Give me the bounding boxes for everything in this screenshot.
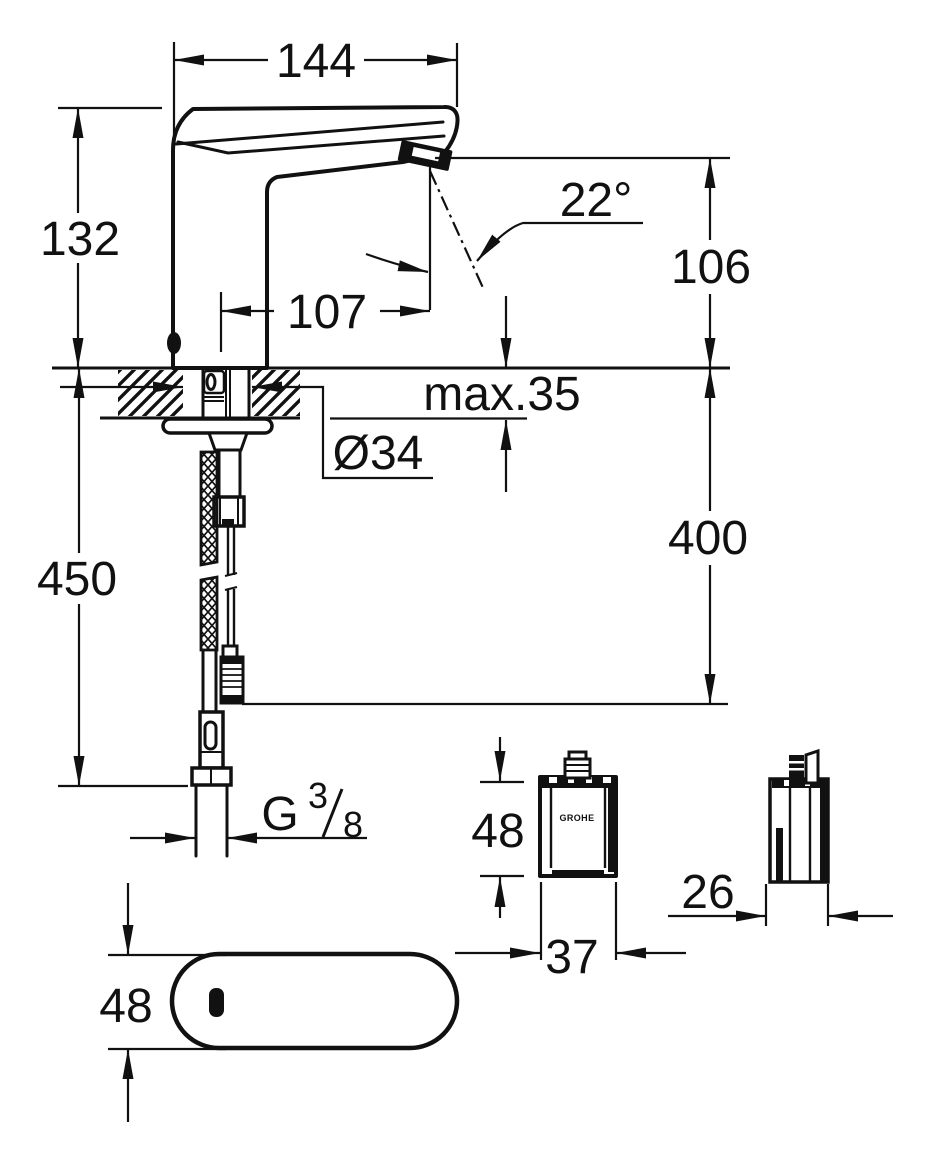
dim-control-box-height: 48 [471, 805, 524, 858]
brand-logo: GROHE [559, 813, 594, 823]
dim-spout-height: 132 [40, 213, 120, 266]
thread-letter: G [261, 788, 298, 841]
box-side-cap [772, 779, 828, 788]
sensor-cable-lower [226, 589, 236, 646]
box-front-cap [540, 777, 616, 788]
hex-nut-notch [222, 519, 234, 526]
box-connector-ribs [565, 764, 590, 772]
dimension-labels: 144 132 107 22° 106 max.35 Ø34 450 400 G… [37, 35, 751, 1033]
hose-end-tube [201, 648, 218, 714]
cable-break-marks [224, 572, 238, 591]
braided-hose-upper [199, 450, 219, 567]
box-side-connector [789, 755, 804, 780]
dim-thread-size: G 3 8 [261, 775, 363, 845]
dim-spray-angle: 22° [560, 174, 633, 227]
mounting-flange [161, 417, 274, 435]
dim-outlet-to-deck: 106 [671, 241, 751, 294]
braided-hose-lower [199, 575, 219, 652]
box-connector-body [563, 757, 592, 780]
base-sensor-window-icon [209, 988, 224, 1017]
plug-band-top [221, 657, 243, 664]
supply-tube [217, 448, 242, 499]
hex-nut-facets [219, 497, 239, 526]
box-inner-lines [549, 788, 607, 868]
base-top-view [169, 951, 460, 1051]
deck-hatch-right [252, 370, 300, 416]
thread-numerator: 3 [308, 775, 328, 816]
plug-ridges [221, 668, 243, 688]
sensor-cable-upper [226, 526, 236, 575]
angle-arc-arrow [365, 252, 429, 274]
dim-sensor-to-outlet: 107 [287, 286, 367, 339]
thread-denominator: 8 [343, 804, 363, 845]
dim-deck-thickness: max.35 [423, 368, 580, 421]
shank-step-lines [204, 396, 224, 402]
box-front-body [538, 775, 618, 878]
box-side-connector-rib2 [789, 768, 804, 771]
box-side-left-band [776, 828, 783, 882]
spray-direction-line [428, 170, 486, 291]
dim-control-box-depth: 26 [681, 866, 734, 919]
box-foot [552, 870, 604, 878]
box-side-cap-notch1 [784, 780, 789, 786]
fitting-slot [203, 720, 218, 751]
mounting-deck-section [52, 366, 730, 420]
dim-hole-diameter: Ø34 [333, 427, 424, 480]
fixing-screw-slot [205, 373, 217, 391]
faucet-top-edge-line [174, 120, 445, 146]
aerator-outlet [397, 140, 453, 171]
base-outline [169, 951, 460, 1051]
cable-plug-neck [221, 644, 239, 659]
faucet-chamfer-line [176, 134, 446, 155]
box-side-connector-rib1 [789, 761, 804, 764]
sensor-window-icon [167, 332, 181, 354]
box-cap-notches [549, 777, 611, 783]
dim-connection-drop: 400 [668, 512, 748, 565]
angle-leader-line [476, 221, 643, 262]
box-side-right-band [820, 788, 828, 882]
dim-spout-projection: 144 [276, 35, 356, 88]
threaded-pipe [194, 783, 229, 858]
deck-hatch-left [118, 370, 183, 416]
control-box-side-view [768, 748, 830, 884]
faucet-side-view [167, 104, 486, 370]
plug-band-bottom [221, 695, 243, 703]
under-deck-assembly [161, 366, 274, 858]
faucet-body-outline [171, 104, 460, 370]
box-side-inner-lines [788, 788, 812, 882]
dim-control-box-width: 37 [545, 931, 598, 984]
shank-collar [206, 431, 250, 452]
dimension-lines [60, 54, 893, 1122]
dim-hose-length: 450 [37, 553, 117, 606]
thread-fraction-slash [321, 788, 344, 838]
control-box-front-view: GROHE [538, 750, 618, 878]
box-right-band [608, 788, 616, 872]
dim-base-width: 48 [99, 980, 152, 1033]
shank-inner-lines [225, 368, 231, 418]
box-side-clip [804, 748, 820, 785]
